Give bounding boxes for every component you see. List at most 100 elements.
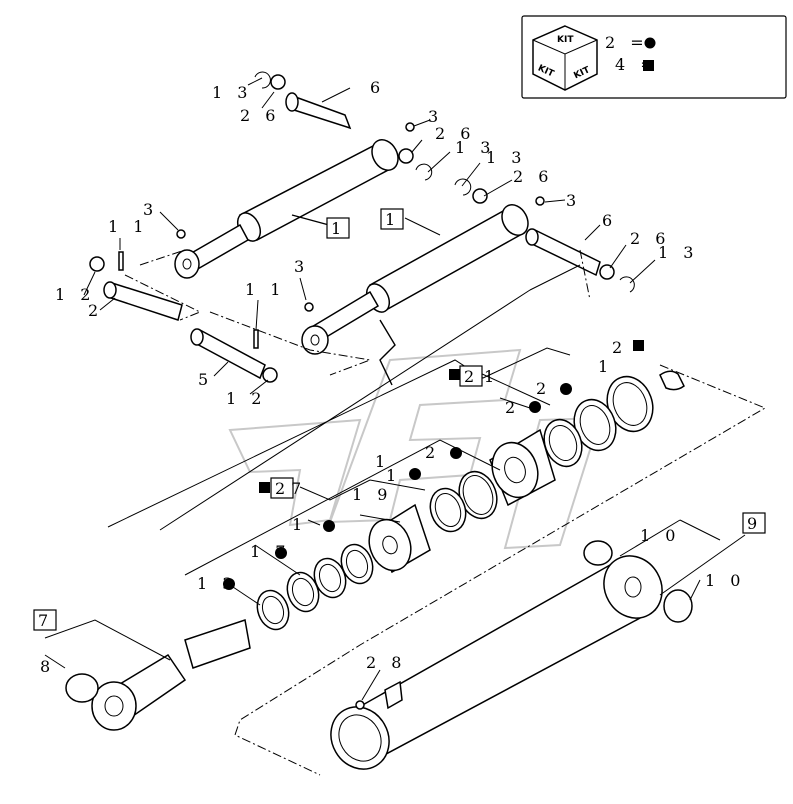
kit-line-1: 2 = [605, 33, 649, 52]
kit-dot-2 [560, 383, 572, 395]
callout-1-piston: 1 [375, 452, 390, 471]
callout-2-box-b-text: 2 [275, 479, 290, 498]
callout-2-piston: 2 [425, 443, 440, 462]
callout-13-b: 1 3 [455, 138, 495, 157]
callout-12-b: 1 2 [226, 389, 266, 408]
washer-26-c [472, 188, 488, 204]
kit-square-b [259, 482, 270, 493]
bushing-8 [65, 673, 99, 703]
callout-6-a: 6 [370, 78, 385, 97]
rod-eye [91, 681, 137, 731]
kit-dot-1a [409, 468, 421, 480]
callout-7: 7 [38, 611, 53, 630]
callout-7-box [33, 609, 57, 631]
pin-6-right [529, 228, 601, 277]
callout-2-seal: 2 [536, 379, 551, 398]
cylinder-assembly-lower [301, 204, 529, 386]
callout-1-box-upper [326, 217, 350, 239]
callout-1-lower: 1 [385, 210, 400, 229]
callout-1-fitting: 1 [598, 357, 613, 376]
pin-2 [107, 282, 183, 321]
barrel-port [384, 680, 403, 710]
callout-2-box-b [270, 477, 294, 499]
kit-top-label: KIT [557, 35, 574, 45]
callout-11-b: 1 1 [245, 280, 285, 299]
callout-8: 8 [40, 657, 55, 676]
centerlines [124, 249, 767, 776]
callout-13-d: 1 3 [658, 243, 698, 262]
callout-2-seal-b: 2 [505, 398, 520, 417]
piston-rod-assembly [65, 619, 251, 731]
callout-2: 2 [88, 301, 103, 320]
callout-26-b: 2 6 [435, 124, 475, 143]
callout-labels: 1 3 6 2 6 3 2 6 1 3 1 3 2 6 3 6 2 6 1 3 … [38, 78, 762, 676]
callout-2-fitting: 2 [612, 338, 627, 357]
callout-26-d: 2 6 [630, 229, 670, 248]
clip-13-b [415, 163, 433, 181]
callout-26-c: 2 6 [513, 167, 553, 186]
fitting-plug [659, 370, 685, 391]
callout-7-near-box: 7 [291, 479, 306, 498]
bushing-10-a [583, 540, 613, 566]
callout-26-a: 2 6 [240, 106, 280, 125]
callout-9-box [742, 512, 766, 534]
clip-13-d [619, 276, 635, 293]
callout-28: 2 8 [366, 653, 406, 672]
kit-dot-1b [323, 520, 335, 532]
upper-barrel [238, 144, 394, 241]
leader-lines [44, 77, 746, 701]
rod-shaft [184, 619, 251, 669]
upper-rod-eye [174, 249, 200, 279]
callout-13-wiper: 1 3 [197, 574, 237, 593]
washer-26-a [270, 74, 286, 90]
grease-fitting-3-b [405, 122, 415, 132]
callout-3-a: 3 [428, 107, 443, 126]
grease-fitting-3-d [304, 302, 314, 312]
clip-13-a [254, 71, 271, 89]
grease-fitting-3-a [176, 229, 186, 239]
washer-26-d [599, 264, 615, 280]
spring-pin-11-b [253, 329, 259, 349]
washer-26-b [398, 148, 414, 164]
callout-2-box-a-text: 2 [464, 367, 479, 386]
callout-3-c: 3 [143, 200, 158, 219]
callout-17: 1 7 [250, 542, 290, 561]
kit-dot-1d [223, 578, 235, 590]
kit-square-a [449, 369, 460, 380]
kit-square-c [633, 340, 644, 351]
callout-13-a: 1 3 [212, 83, 252, 102]
callout-3-b: 3 [566, 191, 581, 210]
pin-6-top [288, 93, 352, 130]
callout-19: 1 9 [352, 485, 392, 504]
callout-5: 5 [198, 370, 213, 389]
wiper-c [256, 589, 290, 631]
callout-12-a: 1 2 [55, 285, 95, 304]
kit-square-marker [643, 60, 654, 71]
small-parts [89, 71, 635, 383]
kit-dot-1c [275, 547, 287, 559]
kit-dot-2b [529, 401, 541, 413]
kit-cube-icon [532, 25, 598, 91]
washer-12-a [89, 256, 105, 272]
callout-boxes [33, 208, 766, 631]
kit-dot-2c [450, 447, 462, 459]
callout-10-b: 1 0 [705, 571, 745, 590]
washer-12-b [262, 367, 278, 383]
clip-13-c [454, 178, 472, 196]
kit-circle-marker [644, 37, 656, 49]
callout-9: 9 [747, 514, 762, 533]
barrel-assembly [330, 540, 693, 770]
grease-fitting-3-c [535, 196, 545, 206]
callout-3-d: 3 [294, 257, 309, 276]
bushing-10-b [663, 589, 693, 623]
wiper-b [286, 571, 320, 613]
callout-1-upper: 1 [331, 219, 346, 238]
callout-1-gland: 1 [292, 515, 307, 534]
callout-1-box-lower [380, 208, 404, 230]
callout-1-oring: 1 [386, 466, 401, 485]
spring-pin-11-a [118, 251, 124, 271]
lower-rod-eye [301, 325, 329, 355]
backup-ring [429, 487, 467, 533]
